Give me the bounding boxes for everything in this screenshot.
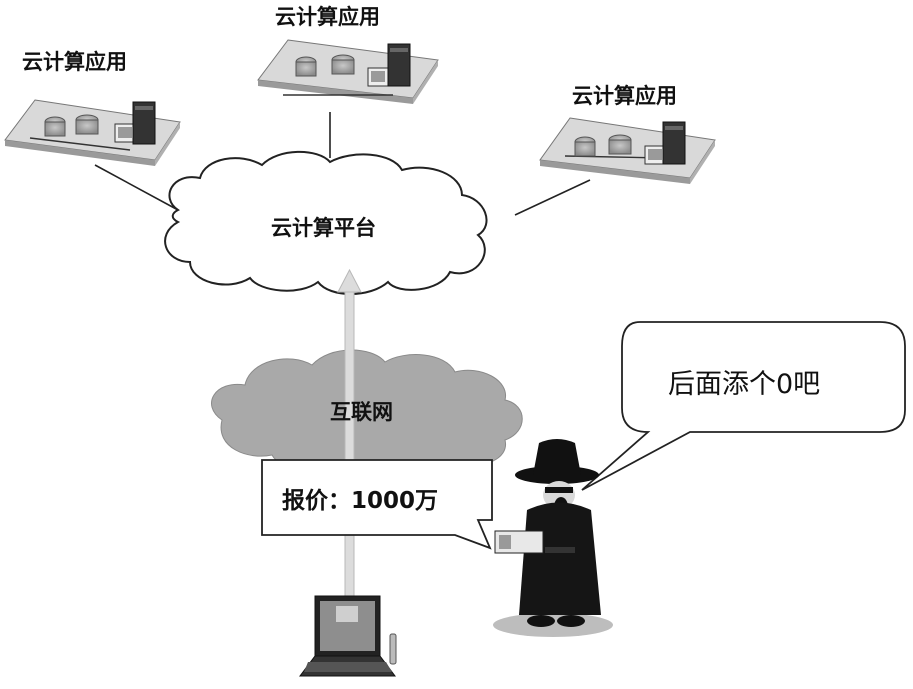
app-label-left: 云计算应用 bbox=[22, 50, 127, 74]
platform-label: 云计算平台 bbox=[271, 216, 376, 240]
arrow-up bbox=[337, 268, 362, 601]
server-rack-icon bbox=[4, 99, 181, 166]
app-label-right: 云计算应用 bbox=[572, 84, 677, 108]
laptop-icon bbox=[299, 595, 397, 677]
connector-left bbox=[94, 164, 179, 211]
internet-label: 互联网 bbox=[330, 400, 393, 424]
speech-bubble bbox=[581, 321, 906, 491]
connector-lines bbox=[94, 112, 591, 216]
speech-label: 后面添个0吧 bbox=[668, 369, 821, 400]
app-label-top: 云计算应用 bbox=[275, 5, 380, 29]
connector-right bbox=[514, 179, 591, 216]
cloud-icon bbox=[164, 150, 488, 295]
server-rack-icon bbox=[257, 39, 439, 104]
quote-label: 报价：1000万 bbox=[282, 488, 439, 514]
server-rack-icon bbox=[539, 117, 716, 184]
quote-box bbox=[261, 459, 493, 550]
spy-icon bbox=[493, 439, 613, 637]
